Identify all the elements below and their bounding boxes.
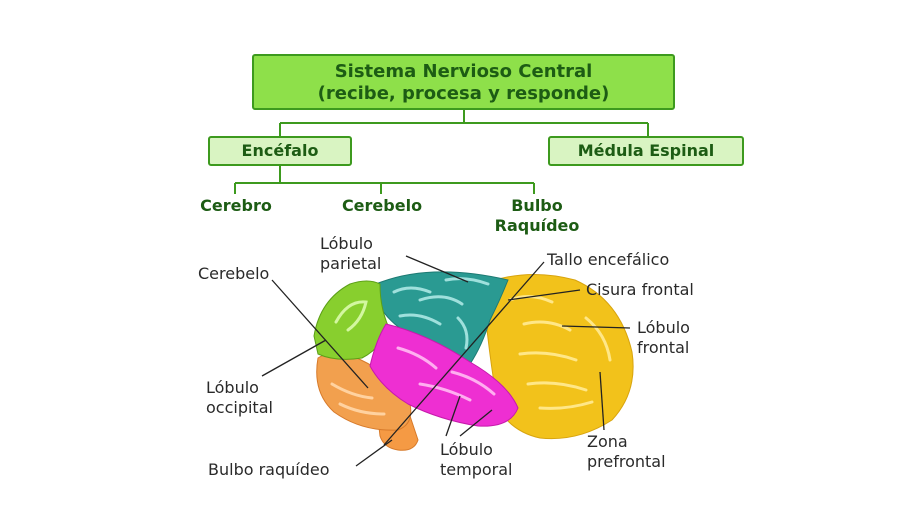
label-lobulo-occipital-line1: Lóbulo	[206, 378, 259, 397]
label-zona-prefrontal-line2: prefrontal	[587, 452, 666, 471]
hierarchy-connectors	[234, 110, 649, 194]
root-title-line1: Sistema Nervioso Central	[334, 61, 593, 82]
label-lobulo-parietal-line1: Lóbulo	[320, 234, 373, 253]
sistema-nervioso-central-box: Sistema Nervioso Central (recibe, proces…	[252, 54, 675, 110]
label-cisura-frontal: Cisura frontal	[586, 280, 694, 299]
label-lobulo-temporal: Lóbulo temporal	[440, 440, 512, 480]
label-lobulo-occipital: Lóbulo occipital	[206, 378, 273, 418]
label-lobulo-parietal-line2: parietal	[320, 254, 382, 273]
encefalo-box: Encéfalo	[208, 136, 352, 166]
label-lobulo-occipital-line2: occipital	[206, 398, 273, 417]
label-cerebelo: Cerebelo	[198, 264, 270, 283]
label-lobulo-frontal-line1: Lóbulo	[637, 318, 690, 337]
label-lobulo-temporal-line1: Lóbulo	[440, 440, 493, 459]
label-lobulo-frontal-line2: frontal	[637, 338, 690, 357]
label-zona-prefrontal-line1: Zona	[587, 432, 628, 451]
label-tallo-encefalico: Tallo encefálico	[547, 250, 670, 269]
cerebro-heading: Cerebro	[200, 196, 272, 215]
bulbo-heading-line2: Raquídeo	[494, 216, 580, 235]
brain-gyri	[330, 277, 612, 416]
occipital-lobe-shape	[313, 280, 391, 360]
medula-espinal-box: Médula Espinal	[548, 136, 744, 166]
label-lobulo-temporal-line2: temporal	[440, 460, 513, 479]
bulbo-heading-line1: Bulbo	[511, 196, 563, 215]
label-lobulo-parietal: Lóbulo parietal	[320, 234, 381, 274]
bulbo-raquideo-heading: Bulbo Raquídeo	[478, 196, 596, 236]
label-lobulo-frontal: Lóbulo frontal	[637, 318, 690, 358]
label-zona-prefrontal: Zona prefrontal	[587, 432, 666, 472]
root-title-line2: (recibe, procesa y responde)	[317, 83, 610, 104]
label-bulbo-raquideo: Bulbo raquídeo	[208, 460, 330, 479]
label-leaders	[261, 255, 631, 467]
cerebelo-heading: Cerebelo	[341, 196, 423, 215]
